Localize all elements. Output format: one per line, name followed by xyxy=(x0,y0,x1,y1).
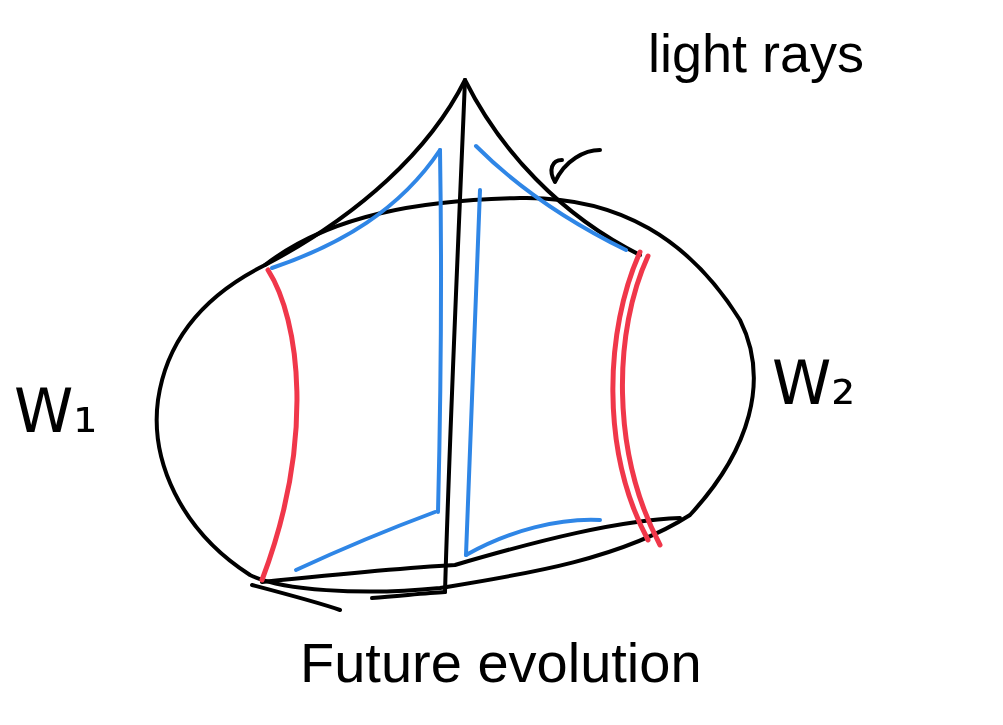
cone-right-edge xyxy=(465,80,640,255)
wedge-boundary xyxy=(613,252,648,540)
slice-outline xyxy=(157,198,754,592)
lower-stroke xyxy=(252,585,340,610)
region-label: W₁ xyxy=(14,378,97,444)
light-sheet xyxy=(296,512,435,570)
light-sheet xyxy=(466,520,600,555)
light-sheet xyxy=(476,146,626,250)
cone-left-edge xyxy=(265,80,465,265)
leader-line xyxy=(551,150,600,182)
central-line xyxy=(445,80,465,592)
wedge-boundary xyxy=(262,270,297,580)
callout-label: light rays xyxy=(648,24,864,83)
light-sheet xyxy=(272,150,440,268)
light-sheet xyxy=(466,190,480,555)
lower-sheet xyxy=(262,518,680,582)
region-label: W₂ xyxy=(772,350,855,416)
caption-label: Future evolution xyxy=(300,632,702,694)
light-sheet xyxy=(438,150,441,512)
wedge-boundary xyxy=(622,256,660,545)
lower-stroke xyxy=(372,592,445,598)
